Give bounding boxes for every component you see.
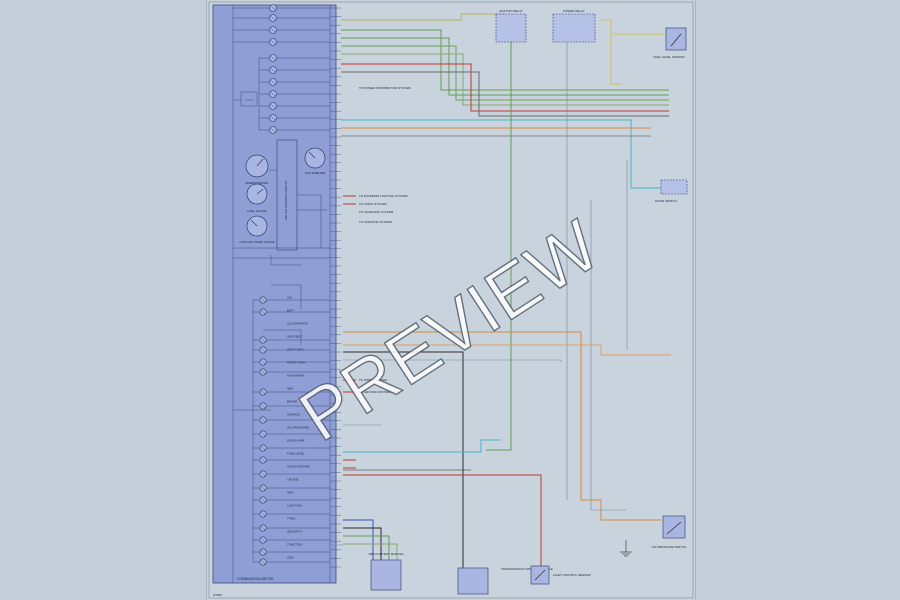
svg-text:METER CONTROL CIRCUIT: METER CONTROL CIRCUIT — [284, 180, 288, 219]
system-reference: TO GROUND DISTRIBUTION — [359, 390, 399, 394]
connector-pins — [330, 7, 341, 568]
gauge-label: COOLANT TEMP GAUGE — [239, 240, 274, 244]
system-reference: TO POWER DISTRIBUTION SYSTEM — [359, 86, 411, 90]
bulb-row — [259, 126, 330, 134]
pin-label: DOOR AJAR — [287, 439, 305, 443]
pin-label: GND — [287, 556, 295, 560]
svg-text:TRANSMISSION CONTROL MODULE: TRANSMISSION CONTROL MODULE — [501, 567, 553, 571]
system-reference: TO CHARGING SYSTEM — [359, 210, 394, 214]
warning-lamp — [253, 346, 330, 354]
warning-lamp — [253, 368, 330, 376]
warning-lamp — [253, 496, 330, 504]
bulb-row — [233, 14, 330, 22]
system-reference: TO WIPER SYSTEM — [359, 378, 387, 382]
svg-text:ABS CONTROL MODULE: ABS CONTROL MODULE — [368, 552, 403, 556]
gauge-fuel: FUEL GAUGE — [246, 183, 268, 213]
svg-text:LIGHT CONTROL SENSOR: LIGHT CONTROL SENSOR — [553, 573, 592, 577]
pin-label: SECURITY — [287, 530, 302, 534]
gauge-tachometer: TACHOMETER — [305, 147, 327, 175]
bulb-row — [259, 66, 330, 74]
harness-labels: IGN BATT ILLUMINATION SEAT BELT LEFT TURN RIG… — [287, 296, 310, 560]
warning-lamp — [253, 484, 330, 492]
bulb-row — [233, 26, 330, 34]
abs-control-module: ABS CONTROL MODULE — [368, 552, 404, 591]
warning-lamp — [253, 402, 330, 410]
pin-label: TPMS — [287, 517, 295, 521]
warning-lamp — [253, 430, 330, 438]
cluster-title: COMBINATION METER — [237, 577, 274, 581]
bulb-row — [259, 102, 330, 110]
warning-lamp — [253, 444, 330, 452]
pin-label: CHARGE — [287, 413, 300, 417]
warning-lamp — [253, 470, 330, 478]
indicator-bulbs — [233, 4, 330, 134]
warning-lamp — [253, 536, 330, 544]
warning-lamp — [253, 296, 330, 304]
power-relay: POWER RELAY — [552, 9, 596, 43]
page-ref: HT500 — [213, 593, 222, 597]
svg-text:DOOR SWITCH: DOOR SWITCH — [655, 199, 677, 203]
gauge-label: FUEL GAUGE — [247, 209, 266, 213]
oil-pressure-switch: OIL PRESSURE SWITCH — [652, 515, 687, 549]
bulb-row — [259, 114, 330, 122]
pin-label: FUEL LEVEL — [287, 452, 305, 456]
pin-label: SRS — [287, 491, 293, 495]
pin-label: SEAT BELT — [287, 335, 303, 339]
transmission-control-module: TRANSMISSION CONTROL MODULE — [457, 567, 553, 595]
wires — [331, 13, 671, 570]
pin-label: HIGH BEAM — [287, 374, 304, 378]
pin-label: TRACTION — [287, 543, 302, 547]
svg-text:IGNITION RELAY: IGNITION RELAY — [499, 9, 523, 13]
pin-label: OIL PRESSURE — [287, 426, 309, 430]
warning-lamp — [253, 548, 330, 556]
pin-label: ABS — [287, 387, 293, 391]
pin-label: BATT — [287, 309, 295, 313]
svg-text:FUEL LEVEL SENSOR: FUEL LEVEL SENSOR — [653, 55, 685, 59]
warning-lamp — [253, 510, 330, 518]
pin-label: BRAKE — [287, 400, 297, 404]
bulb-row — [259, 78, 330, 86]
warning-lamp — [253, 336, 330, 344]
pin-label: ILLUMINATION — [287, 322, 308, 326]
warning-lamp — [253, 308, 330, 316]
pin-label: CHECK ENGINE — [287, 465, 310, 469]
bulb-row — [233, 38, 330, 46]
pin-label: IGN — [287, 296, 292, 300]
gauge-speedometer: SPEEDOMETER — [245, 154, 269, 185]
meter-control-module: METER CONTROL CIRCUIT — [240, 91, 298, 251]
bulb-row — [233, 4, 330, 12]
pin-label: LEFT TURN — [287, 348, 303, 352]
ignition-relay: IGNITION RELAY — [495, 9, 527, 43]
system-reference: TO AUDIO SYSTEM — [359, 202, 387, 206]
bulb-row — [259, 54, 330, 62]
warning-lamp — [253, 524, 330, 532]
ground-symbol — [620, 540, 632, 557]
warning-lamp — [253, 388, 330, 396]
svg-text:OIL PRESSURE SWITCH: OIL PRESSURE SWITCH — [652, 545, 687, 549]
warning-lamp — [253, 416, 330, 424]
system-reference: TO EXTERIOR LIGHTING SYSTEM — [359, 194, 408, 198]
pin-label: LOW FUEL — [287, 504, 303, 508]
schematic-sheet: METER CONTROL CIRCUIT SPEEDOMETER TACHOM… — [206, 0, 696, 600]
pin-label: RIGHT TURN — [287, 361, 305, 365]
wiring-diagram: METER CONTROL CIRCUIT SPEEDOMETER TACHOM… — [208, 1, 694, 599]
warning-lamp — [253, 358, 330, 366]
door-switch: DOOR SWITCH — [655, 179, 688, 203]
bulb-row — [259, 90, 330, 98]
gauge-coolant: COOLANT TEMP GAUGE — [239, 215, 275, 244]
gauge-label: TACHOMETER — [305, 171, 327, 175]
light-control-sensor: LIGHT CONTROL SENSOR — [530, 565, 592, 585]
warning-lamp — [253, 456, 330, 464]
system-references: TO POWER DISTRIBUTION SYSTEM TO EXTERIOR … — [359, 86, 411, 394]
warning-lamps — [252, 296, 330, 566]
pin-label: CRUISE — [287, 478, 298, 482]
system-reference: TO STARTING SYSTEM — [359, 220, 393, 224]
warning-lamp — [253, 558, 330, 566]
svg-text:POWER RELAY: POWER RELAY — [563, 9, 585, 13]
fuel-level-sensor: FUEL LEVEL SENSOR — [653, 27, 687, 59]
gauge-label: SPEEDOMETER — [245, 181, 269, 185]
